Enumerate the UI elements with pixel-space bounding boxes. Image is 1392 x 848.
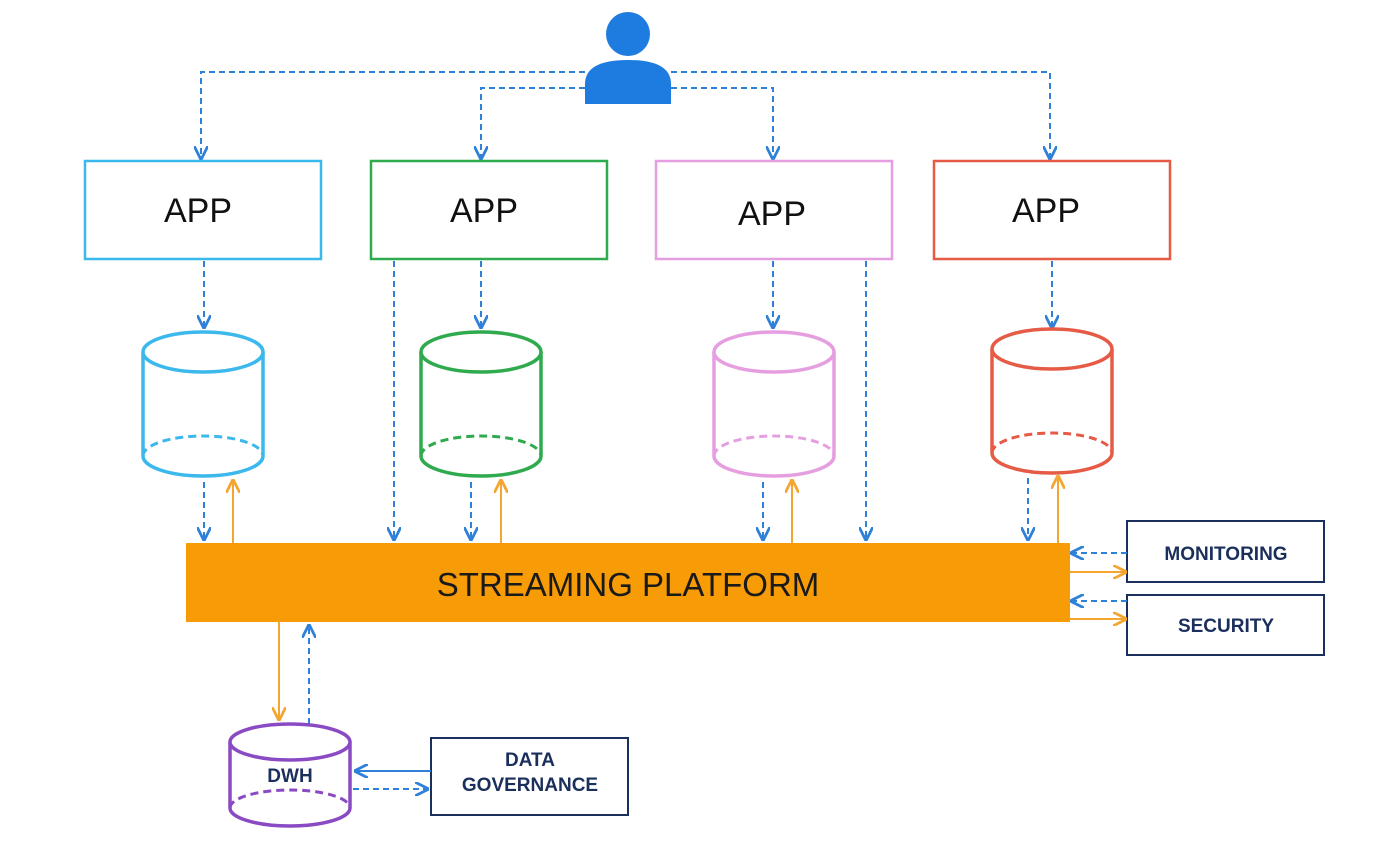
app-box-4-label: APP <box>1012 192 1080 230</box>
monitoring-label: MONITORING <box>1164 544 1287 565</box>
streaming-platform-label: STREAMING PLATFORM <box>437 566 820 603</box>
database-4-top <box>990 327 1114 371</box>
platform-dwh-connectors <box>279 622 309 724</box>
database-2-icon <box>419 330 543 478</box>
app-box-4: APP <box>932 159 1172 261</box>
dwh-body <box>228 742 352 828</box>
database-3-inner-line <box>712 434 836 457</box>
monitoring-box: MONITORING <box>1126 520 1325 583</box>
platform-side-connectors <box>1070 553 1127 619</box>
app-to-db-connectors <box>204 261 1052 326</box>
data-governance-box: DATA GOVERNANCE <box>430 737 629 816</box>
user-icon-head <box>606 12 650 56</box>
streaming-platform-bar <box>186 543 1070 622</box>
app-box-1-label: APP <box>164 192 232 230</box>
dwh-inner-line <box>228 788 352 809</box>
monitoring-box-frame <box>1126 520 1325 583</box>
database-4-inner-line <box>990 431 1114 454</box>
app-box-3-label: APP <box>738 195 806 233</box>
database-2-body <box>419 352 543 478</box>
app-box-2: APP <box>369 159 609 261</box>
app-box-2-frame <box>369 159 609 261</box>
data-governance-line1: DATA <box>505 750 555 771</box>
db-platform-connectors <box>204 478 1058 543</box>
database-2-inner-line <box>419 434 543 457</box>
database-4-icon <box>990 327 1114 475</box>
dwh-label: DWH <box>267 766 312 787</box>
app-box-4-frame <box>932 159 1172 261</box>
app-box-3-frame <box>654 159 894 261</box>
database-3-top <box>712 330 836 374</box>
dwh-governance-connectors <box>353 771 431 789</box>
data-governance-frame <box>430 737 629 816</box>
app-to-platform-connectors <box>394 261 866 538</box>
database-1-body <box>141 352 265 478</box>
user-icon <box>585 12 671 104</box>
database-4-body <box>990 349 1114 475</box>
dwh-database-icon: DWH <box>228 722 352 828</box>
app-box-1-frame <box>83 159 323 261</box>
user-icon-body <box>585 60 671 104</box>
app-box-2-label: APP <box>450 192 518 230</box>
dwh-top <box>228 722 352 762</box>
streaming-platform: STREAMING PLATFORM <box>186 543 1070 622</box>
database-1-inner-line <box>141 434 265 457</box>
user-to-apps-connectors <box>201 71 1050 157</box>
database-3-icon <box>712 330 836 478</box>
security-label: SECURITY <box>1178 616 1274 637</box>
database-2-top <box>419 330 543 374</box>
security-box: SECURITY <box>1126 594 1325 656</box>
data-governance-line2: GOVERNANCE <box>462 775 598 796</box>
database-3-body <box>712 352 836 478</box>
database-1-icon <box>141 330 265 478</box>
app-box-3: APP <box>654 159 894 261</box>
app-box-1: APP <box>83 159 323 261</box>
database-1-top <box>141 330 265 374</box>
security-box-frame <box>1126 594 1325 656</box>
